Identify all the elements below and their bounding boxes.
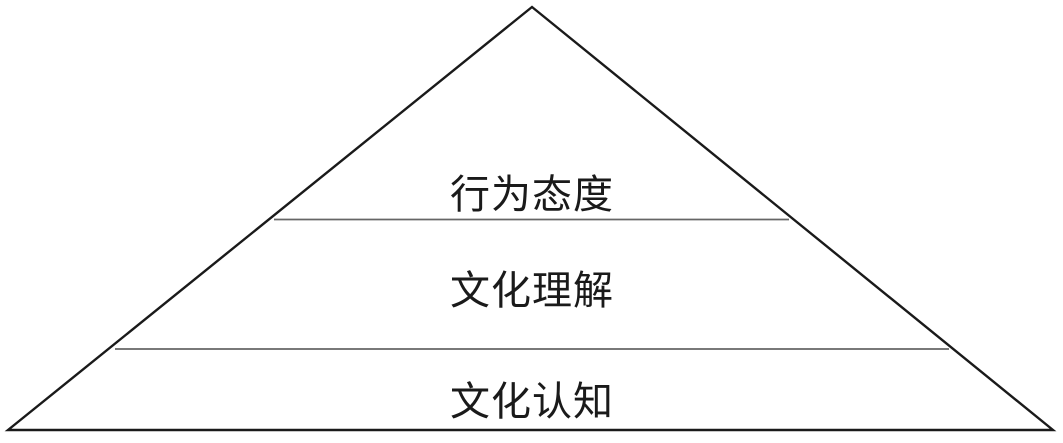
pyramid-outline bbox=[4, 5, 1057, 432]
level-label-bottom: 文化认知 bbox=[450, 380, 614, 424]
level-label-middle: 文化理解 bbox=[450, 269, 614, 313]
level-label-top: 行为态度 bbox=[450, 173, 614, 217]
